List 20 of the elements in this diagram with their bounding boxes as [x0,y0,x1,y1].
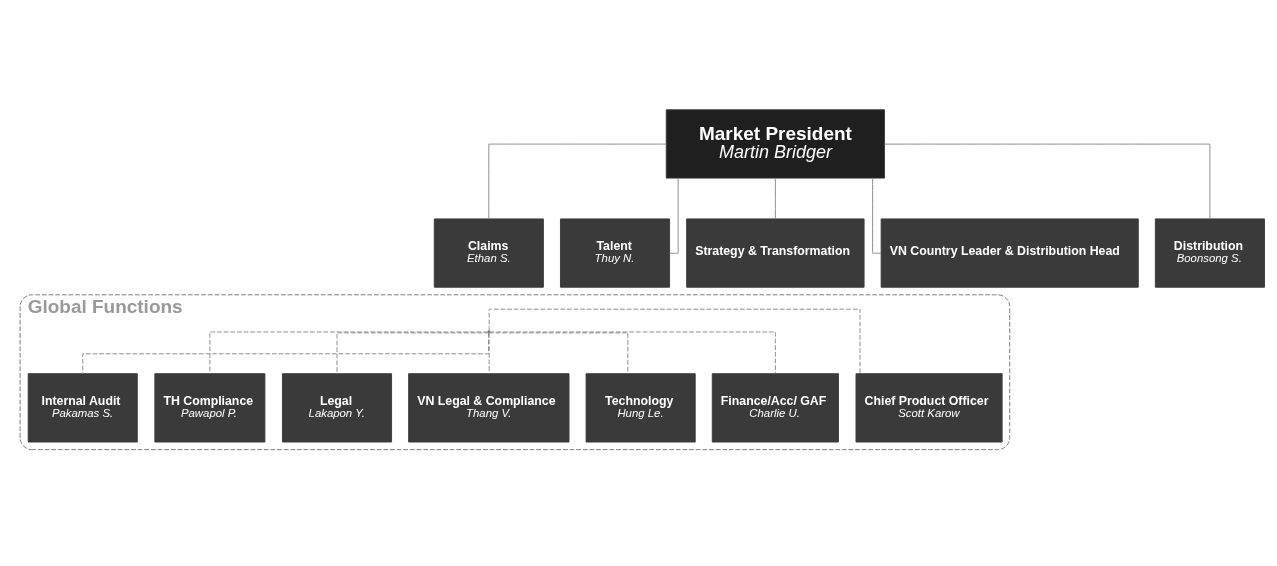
node-box: Talent Thuy N. [560,217,671,288]
node-box: Internal Audit Pakamas S. [27,372,138,442]
node-box: Chief Product Officer Scott Karow [855,372,1003,442]
node-box: Technology Hung Le. [585,372,696,442]
connector [488,143,667,219]
node-box: Legal Lakapon Y. [282,372,393,442]
node-box: TH Compliance Pawapol P. [154,372,266,442]
connector [774,177,776,219]
connector [669,177,679,254]
connector [82,332,489,374]
node-box: Claims Ethan S. [433,217,544,288]
connector [884,143,1211,219]
connector [488,332,490,374]
node-box: Distribution Boonsong S. [1154,217,1265,288]
node-box: Strategy & Transformation [686,217,865,288]
node-box: Market President Martin Bridger [665,108,885,179]
node-box: VN Legal & Compliance Thang V. [408,372,570,442]
node-box: Finance/Acc/ GAF Charlie U. [711,372,839,442]
connector [872,177,882,254]
node-box: VN Country Leader & Distribution Head [880,217,1139,288]
